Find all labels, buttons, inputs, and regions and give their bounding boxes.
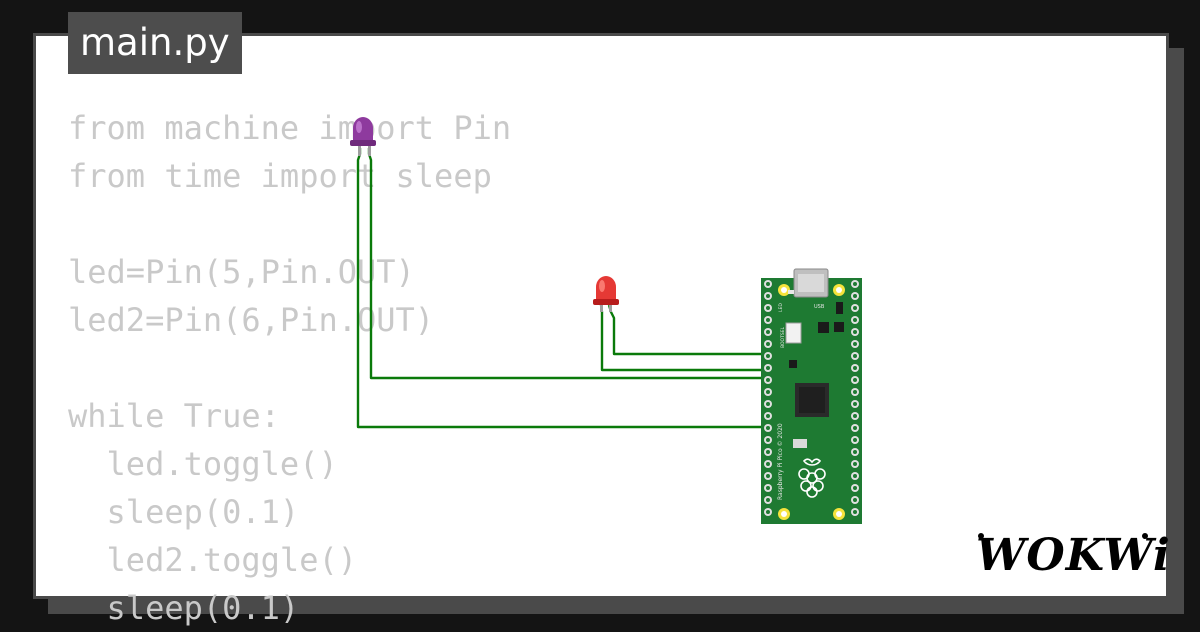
code-line: while True: <box>68 397 280 435</box>
rp2040-die <box>799 387 825 413</box>
pin-hole <box>853 282 857 286</box>
pin-hole <box>853 486 857 490</box>
chip-icon <box>834 322 844 332</box>
chip-icon <box>818 322 829 333</box>
mounting-hole-center <box>836 511 842 517</box>
pin-hole <box>853 402 857 406</box>
pin-hole <box>766 402 770 406</box>
code-line: from time import sleep <box>68 157 492 195</box>
pin-hole <box>766 282 770 286</box>
usb-connector-inner <box>798 274 824 292</box>
led-highlight <box>356 121 362 133</box>
pin-hole <box>766 486 770 490</box>
board-silkscreen: Raspberry Pi Pico © 2020 <box>777 423 784 500</box>
mounting-hole-center <box>781 511 787 517</box>
pin-hole <box>766 510 770 514</box>
pin-hole <box>766 426 770 430</box>
mounting-hole-center <box>781 287 787 293</box>
pin-hole <box>853 306 857 310</box>
led-icon <box>353 117 373 143</box>
pico-board[interactable]: USB BOOTSEL LED Raspberry Pi Pico © 2020 <box>761 268 862 524</box>
wire-red-cathode[interactable] <box>599 304 768 372</box>
code-line: sleep(0.1) <box>68 493 300 531</box>
pin-hole <box>853 510 857 514</box>
wire-red-anode[interactable] <box>607 304 768 356</box>
pin-hole <box>853 462 857 466</box>
code-line: led2=Pin(6,Pin.OUT) <box>68 301 435 339</box>
pin-hole <box>766 366 770 370</box>
code-line: sleep(0.1) <box>68 589 300 627</box>
code-line: from machine import Pin <box>68 109 512 147</box>
led-leg <box>358 140 361 156</box>
led-red[interactable] <box>593 276 619 312</box>
file-tab[interactable]: main.py <box>68 12 242 74</box>
pin-hole <box>853 294 857 298</box>
bootsel-button-icon[interactable] <box>785 322 802 344</box>
crystal-icon <box>789 360 797 368</box>
pin-hole <box>766 462 770 466</box>
pin-hole <box>853 414 857 418</box>
led-rim <box>593 299 619 305</box>
led-icon <box>596 276 616 302</box>
code-line: led.toggle() <box>68 445 338 483</box>
pin-hole <box>853 342 857 346</box>
pin-hole <box>766 306 770 310</box>
pin-hole <box>766 318 770 322</box>
wire-purple-anode[interactable] <box>367 148 768 380</box>
pin-hole <box>766 294 770 298</box>
regulator-icon <box>836 302 843 314</box>
led-leg <box>368 140 371 156</box>
pin-hole <box>766 414 770 418</box>
pin-hole <box>766 438 770 442</box>
logo-dot <box>1142 533 1148 539</box>
led-rim <box>350 140 376 146</box>
pin-hole <box>766 498 770 502</box>
pin-hole <box>853 318 857 322</box>
mounting-hole-center <box>836 287 842 293</box>
pin-hole <box>766 450 770 454</box>
led-label: LED <box>778 303 784 312</box>
usb-label: USB <box>814 304 825 310</box>
pin-hole <box>766 330 770 334</box>
pin-hole <box>853 354 857 358</box>
pin-hole <box>853 330 857 334</box>
pin-hole <box>766 378 770 382</box>
pico-pins <box>764 280 859 516</box>
code-line: led2.toggle() <box>68 541 357 579</box>
wires <box>356 148 768 429</box>
pin-hole <box>853 426 857 430</box>
onboard-led-icon <box>788 290 794 294</box>
pin-hole <box>766 474 770 478</box>
pin-hole <box>766 354 770 358</box>
pin-hole <box>853 378 857 382</box>
pin-hole <box>853 438 857 442</box>
flash-chip-icon <box>793 439 807 448</box>
code-preview: from machine import Pin from time import … <box>68 104 511 632</box>
pin-hole <box>766 342 770 346</box>
led-purple[interactable] <box>350 117 376 156</box>
led-highlight <box>599 280 605 292</box>
pin-hole <box>853 450 857 454</box>
logo-dot <box>978 533 984 539</box>
pin-hole <box>853 498 857 502</box>
wire-purple-cathode[interactable] <box>356 148 768 429</box>
raspberry-pi-logo-icon <box>798 458 826 498</box>
pin-hole <box>853 390 857 394</box>
file-tab-label: main.py <box>80 21 230 64</box>
bootsel-label: BOOTSEL <box>780 326 786 348</box>
wokwi-logo-text: WOKWi <box>976 530 1171 581</box>
pin-hole <box>766 390 770 394</box>
pin-hole <box>853 474 857 478</box>
wokwi-logo-icon: WOKWi <box>976 530 1170 581</box>
pin-hole <box>853 366 857 370</box>
